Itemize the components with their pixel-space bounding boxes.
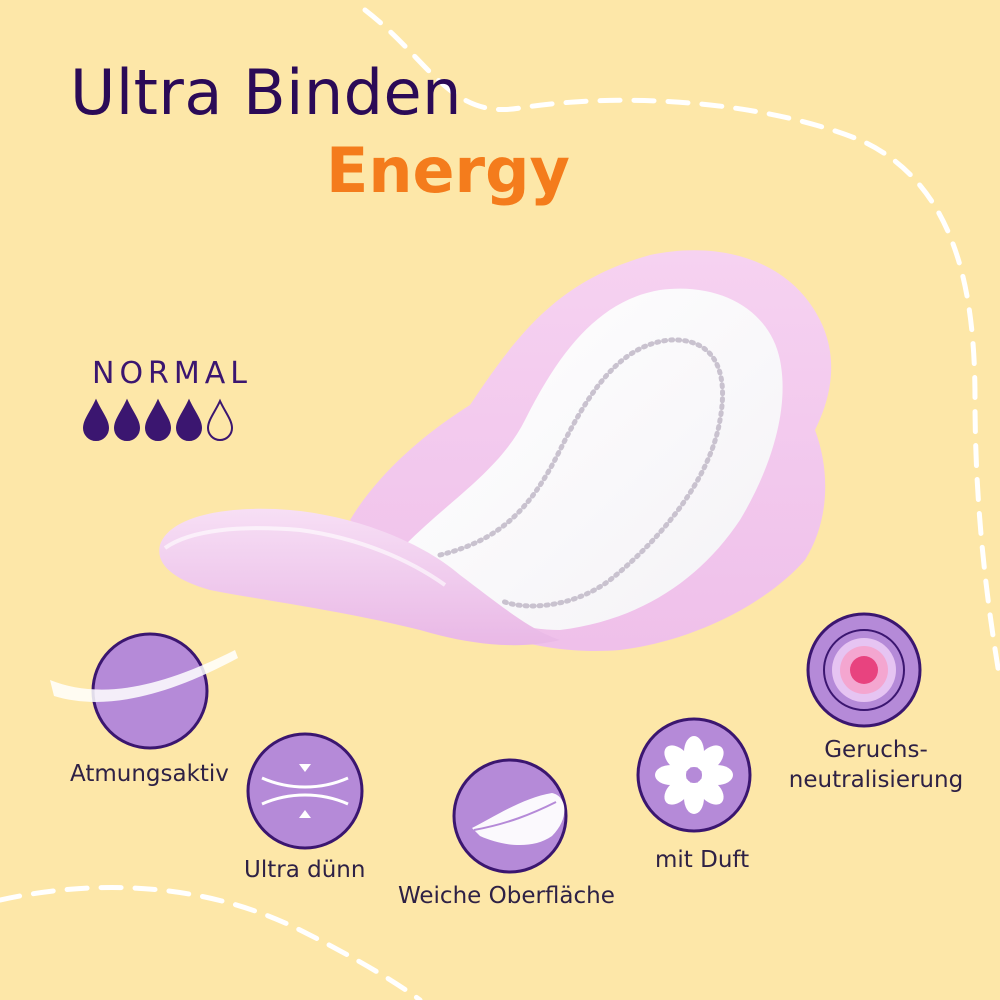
odor-target-icon xyxy=(806,612,922,728)
drop-filled-icon xyxy=(82,398,110,441)
feature-label-mit-duft: mit Duft xyxy=(655,847,750,873)
drop-filled-icon xyxy=(144,398,172,441)
feature-label-atmungsaktiv: Atmungsaktiv xyxy=(70,761,229,787)
thin-compress-icon xyxy=(246,732,364,850)
feature-label-weiche-oberflaeche: Weiche Oberfläche xyxy=(398,883,615,909)
flower-icon xyxy=(636,717,752,833)
drop-empty-icon xyxy=(206,398,234,441)
flower-petal-icon xyxy=(664,745,692,773)
feature-label-line2: neutralisierung xyxy=(788,766,964,793)
absorbency-drops xyxy=(82,398,234,441)
drop-filled-icon xyxy=(113,398,141,441)
drop-filled-icon xyxy=(175,398,203,441)
feature-label-ultra-duenn: Ultra dünn xyxy=(244,857,366,883)
feature-label-geruchsneutralisierung: Geruchs- neutralisierung xyxy=(786,736,966,796)
product-variant: Energy xyxy=(326,134,570,207)
product-title: Ultra Binden xyxy=(70,56,462,129)
absorbency-label: NORMAL xyxy=(92,356,253,391)
feature-label-line1: Geruchs- xyxy=(824,737,928,763)
feather-icon xyxy=(452,758,568,874)
breathable-wave-icon xyxy=(50,632,238,750)
